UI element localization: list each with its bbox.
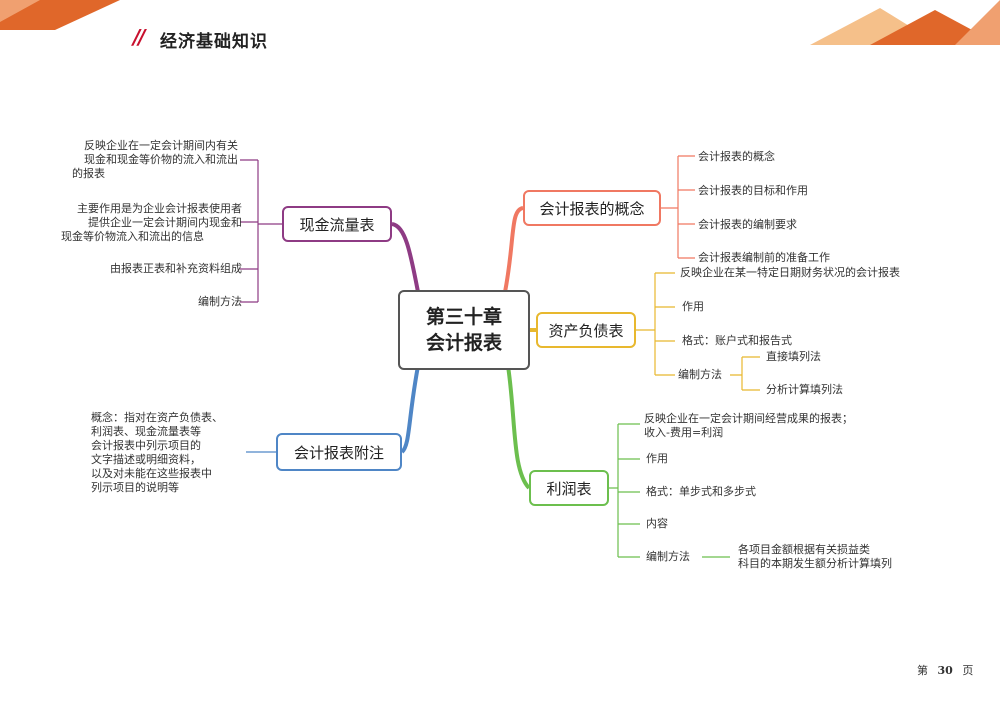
balance-item-1: 反映企业在某一特定日期财务状况的会计报表: [680, 266, 900, 279]
page-number: 第 30 页: [917, 662, 973, 678]
notes-desc-line3: 会计报表中列示项目的: [91, 439, 201, 452]
header-slash-mark: //: [133, 25, 146, 49]
notes-desc-line5: 以及对未能在这些报表中: [91, 467, 212, 480]
concept-bracket: [661, 155, 695, 259]
topic-concept: 会计报表的概念: [523, 190, 661, 226]
connector-income: [506, 365, 531, 490]
income-item-1-line1: 反映企业在一定会计期间经营成果的报表；: [644, 412, 853, 425]
central-topic: 第三十章 会计报表: [398, 290, 530, 370]
cash-item-1-line2: 现金和现金等价物的流入和流出: [84, 153, 238, 166]
header-title: 经济基础知识: [160, 32, 268, 52]
cash-item-4: 编制方法: [198, 295, 242, 308]
notes-desc-line2: 利润表、现金流量表等: [91, 425, 201, 438]
balance-item-3: 格式：账户式和报告式: [682, 334, 792, 347]
income-item-3: 格式：单步式和多步式: [646, 485, 756, 498]
cash-item-2-line2: 提供企业一定会计期间内现金和: [88, 216, 242, 229]
concept-item-4: 会计报表编制前的准备工作: [698, 251, 830, 264]
cash-item-1-line3: 的报表: [72, 167, 105, 180]
header-triangle-left-light: [0, 0, 40, 22]
header-triangle-right-edge: [955, 0, 1000, 45]
topic-notes: 会计报表附注: [276, 433, 402, 471]
balance-item-2: 作用: [682, 300, 704, 313]
topic-cash-flow: 现金流量表: [282, 206, 392, 242]
connector-concept: [503, 206, 524, 293]
income-method-line1: 各项目金额根据有关损益类: [738, 543, 870, 556]
concept-item-3: 会计报表的编制要求: [698, 218, 797, 231]
balance-method-2: 分析计算填列法: [766, 383, 843, 396]
cash-item-1-line1: 反映企业在一定会计期间内有关: [84, 139, 238, 152]
income-method-line2: 科目的本期发生额分析计算填列: [738, 557, 892, 570]
cash-bracket: [240, 159, 282, 303]
balance-item-4: 编制方法: [678, 368, 722, 381]
income-bracket: [609, 423, 730, 558]
income-item-1-line2: 收入-费用=利润: [644, 426, 724, 439]
income-item-4: 内容: [646, 517, 668, 530]
connector-cash: [391, 222, 420, 293]
page-number-suffix: 页: [962, 664, 974, 677]
balance-method-1: 直接填列法: [766, 350, 821, 363]
central-topic-line2: 会计报表: [425, 332, 502, 354]
connector-notes: [400, 365, 420, 454]
notes-desc-line1: 概念：指对在资产负债表、: [91, 411, 223, 424]
notes-desc-line4: 文字描述或明细资料，: [91, 453, 201, 466]
header-triangle-left: [0, 0, 120, 30]
concept-item-1: 会计报表的概念: [698, 150, 775, 163]
income-item-2: 作用: [646, 452, 668, 465]
page-number-value: 30: [937, 664, 953, 677]
cash-item-2-line1: 主要作用是为企业会计报表使用者: [77, 202, 242, 215]
central-topic-line1: 第三十章: [425, 306, 502, 328]
notes-desc-line6: 列示项目的说明等: [91, 481, 179, 494]
cash-item-2-line3: 现金等价物流入和流出的信息: [61, 230, 204, 243]
concept-item-2: 会计报表的目标和作用: [698, 184, 808, 197]
cash-item-3: 由报表正表和补充资料组成: [110, 262, 242, 275]
page-number-prefix: 第: [917, 664, 928, 677]
balance-bracket: [636, 272, 760, 391]
topic-balance-sheet: 资产负债表: [536, 312, 636, 348]
topic-income-statement: 利润表: [529, 470, 609, 506]
income-item-5: 编制方法: [646, 550, 690, 563]
